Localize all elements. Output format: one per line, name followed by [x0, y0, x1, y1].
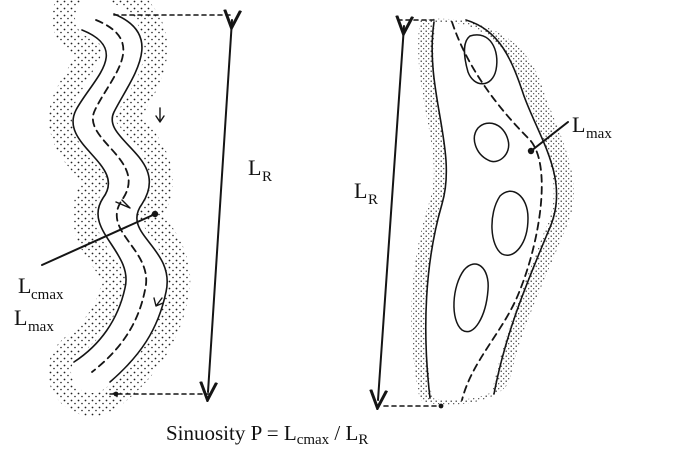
- right-lr-sub: R: [368, 192, 378, 208]
- left-lr-arrow: [208, 20, 232, 392]
- lmax-left-sub: max: [28, 319, 54, 335]
- right-reach-bottom-dot: [439, 404, 444, 409]
- left-lr-sub: R: [262, 169, 272, 185]
- right-lr-main: L: [354, 178, 367, 203]
- left-reach-bottom-dot: [114, 392, 119, 397]
- caption-den-main: L: [346, 421, 359, 445]
- lcmax-label: L cmax: [18, 273, 64, 303]
- left-lr-label: L R: [248, 155, 272, 185]
- lmax-right-main: L: [572, 112, 585, 137]
- caption-num-main: L: [284, 421, 297, 445]
- lcmax-main: L: [18, 273, 31, 298]
- right-lr-label: L R: [354, 178, 378, 208]
- right-lr-arrow: [378, 26, 404, 400]
- braided-channel-diagram: [378, 19, 574, 409]
- caption-slash: /: [329, 421, 345, 445]
- caption-num-sub: cmax: [297, 432, 330, 448]
- meandering-channel-diagram: [42, 14, 232, 396]
- left-cmax-point: [152, 211, 158, 217]
- caption-den-sub: R: [358, 432, 368, 448]
- lmax-right-label: L max: [572, 112, 612, 142]
- lmax-right-sub: max: [586, 126, 612, 142]
- flow-arrow-upper: [156, 108, 164, 122]
- lmax-left-label: L max: [14, 305, 54, 335]
- caption: Sinuosity P = Lcmax / LR: [166, 421, 368, 448]
- caption-prefix: Sinuosity P =: [166, 421, 284, 445]
- lmax-left-main: L: [14, 305, 27, 330]
- lcmax-sub: cmax: [31, 287, 64, 303]
- left-lr-main: L: [248, 155, 261, 180]
